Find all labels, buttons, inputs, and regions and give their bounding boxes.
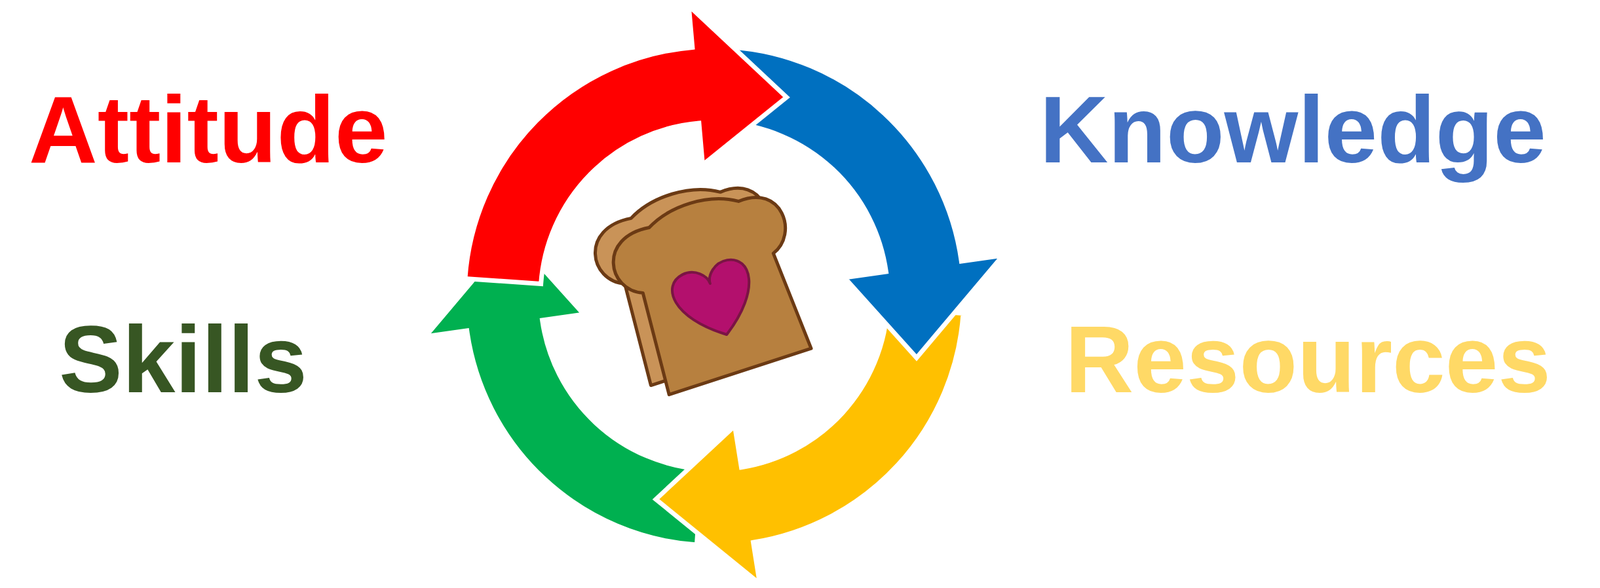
heart-symbol [667,254,764,347]
resources-label: Resources [1065,312,1552,408]
cycle-arrows [425,5,1003,585]
knowledge-label: Knowledge [1039,82,1547,178]
front-toast-slice [602,177,825,400]
toast-illustration [583,163,825,404]
skills-label: Skills [58,312,308,408]
attitude-label: Attitude [28,82,388,178]
